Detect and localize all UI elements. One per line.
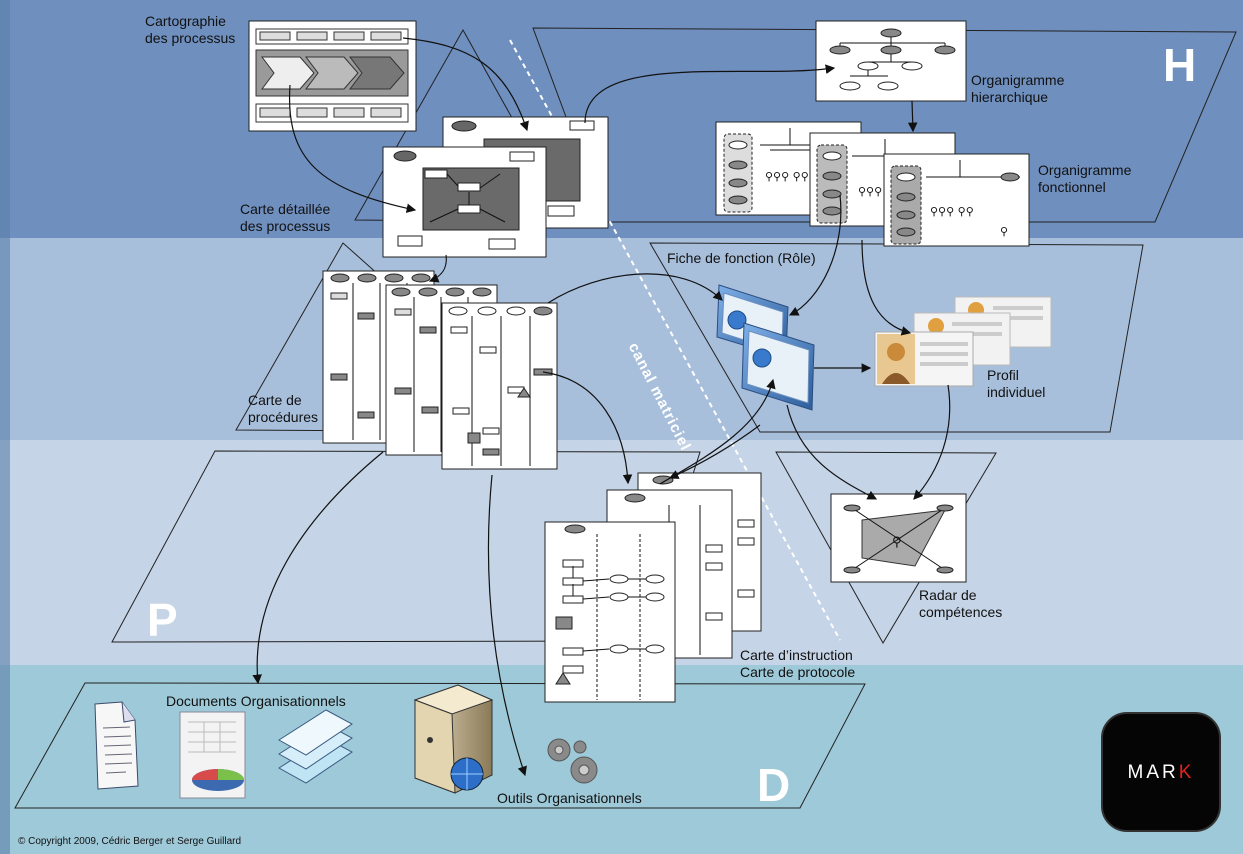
- canal-line: [509, 39, 841, 641]
- organigramme-fonctionnel-card-3: ⚲⚲⚲ ⚲⚲ ⚲: [883, 153, 1030, 247]
- left-edge: [0, 0, 10, 854]
- layer-p-letter: P: [147, 594, 178, 646]
- logo-text-white: MAR: [1127, 762, 1179, 783]
- label-organigramme-fonctionnel: Organigramme fonctionnel: [1038, 162, 1132, 195]
- copyright-text: © Copyright 2009, Cédric Berger et Serge…: [18, 836, 242, 847]
- label-fiche-fonction: Fiche de fonction (Rôle): [667, 250, 816, 266]
- stacked-pages-icon: [278, 709, 353, 784]
- carte-procedures-card-3: [441, 302, 558, 470]
- carte-instruction-front: [544, 521, 676, 703]
- svg-text:⚲⚲⚲ ⚲⚲: ⚲⚲⚲ ⚲⚲: [930, 205, 974, 218]
- server-icon: [413, 684, 494, 794]
- cartographie-card: [248, 20, 417, 132]
- svg-text:⚲: ⚲: [1000, 225, 1008, 238]
- label-carte-detaillee: Carte détaillée des processus: [240, 201, 331, 234]
- label-outils-organisationnels: Outils Organisationnels: [497, 790, 642, 806]
- gears-icon: [547, 738, 598, 784]
- band-p-upper: [0, 238, 1243, 440]
- radar-card: ⚲: [830, 493, 967, 583]
- organigramme-hierarchique-card: [815, 20, 967, 102]
- layer-h-letter: H: [1163, 39, 1197, 91]
- logo-text: MARK: [1103, 762, 1219, 784]
- band-h: [0, 0, 1243, 238]
- profil-card-front: [874, 331, 974, 387]
- layer-d-letter: D: [757, 759, 791, 811]
- carte-detaillee-front: [382, 146, 547, 258]
- label-organigramme-hierarchique: Organigramme hierarchique: [971, 72, 1065, 105]
- label-documents-organisationnels: Documents Organisationnels: [166, 693, 346, 709]
- svg-text:⚲: ⚲: [892, 535, 902, 550]
- label-radar: Radar de compétences: [919, 587, 1003, 620]
- connector-arrows: [252, 37, 951, 777]
- label-carte-instruction: Carte d’instruction Carte de protocole: [740, 647, 856, 680]
- logo-text-red: K: [1178, 762, 1195, 783]
- spreadsheet-chart-icon: [179, 711, 246, 799]
- label-profil-individuel: Profil individuel: [987, 367, 1046, 400]
- fiche-fonction-window-2: [741, 322, 815, 411]
- label-carte-procedures: Carte de procédures: [248, 392, 319, 425]
- document-icon: [94, 701, 139, 790]
- svg-text:⚲⚲⚲ ⚲⚲: ⚲⚲⚲ ⚲⚲: [765, 170, 809, 183]
- mark-logo: MARK: [1101, 712, 1221, 832]
- label-cartographie: Cartographie des processus: [145, 13, 236, 46]
